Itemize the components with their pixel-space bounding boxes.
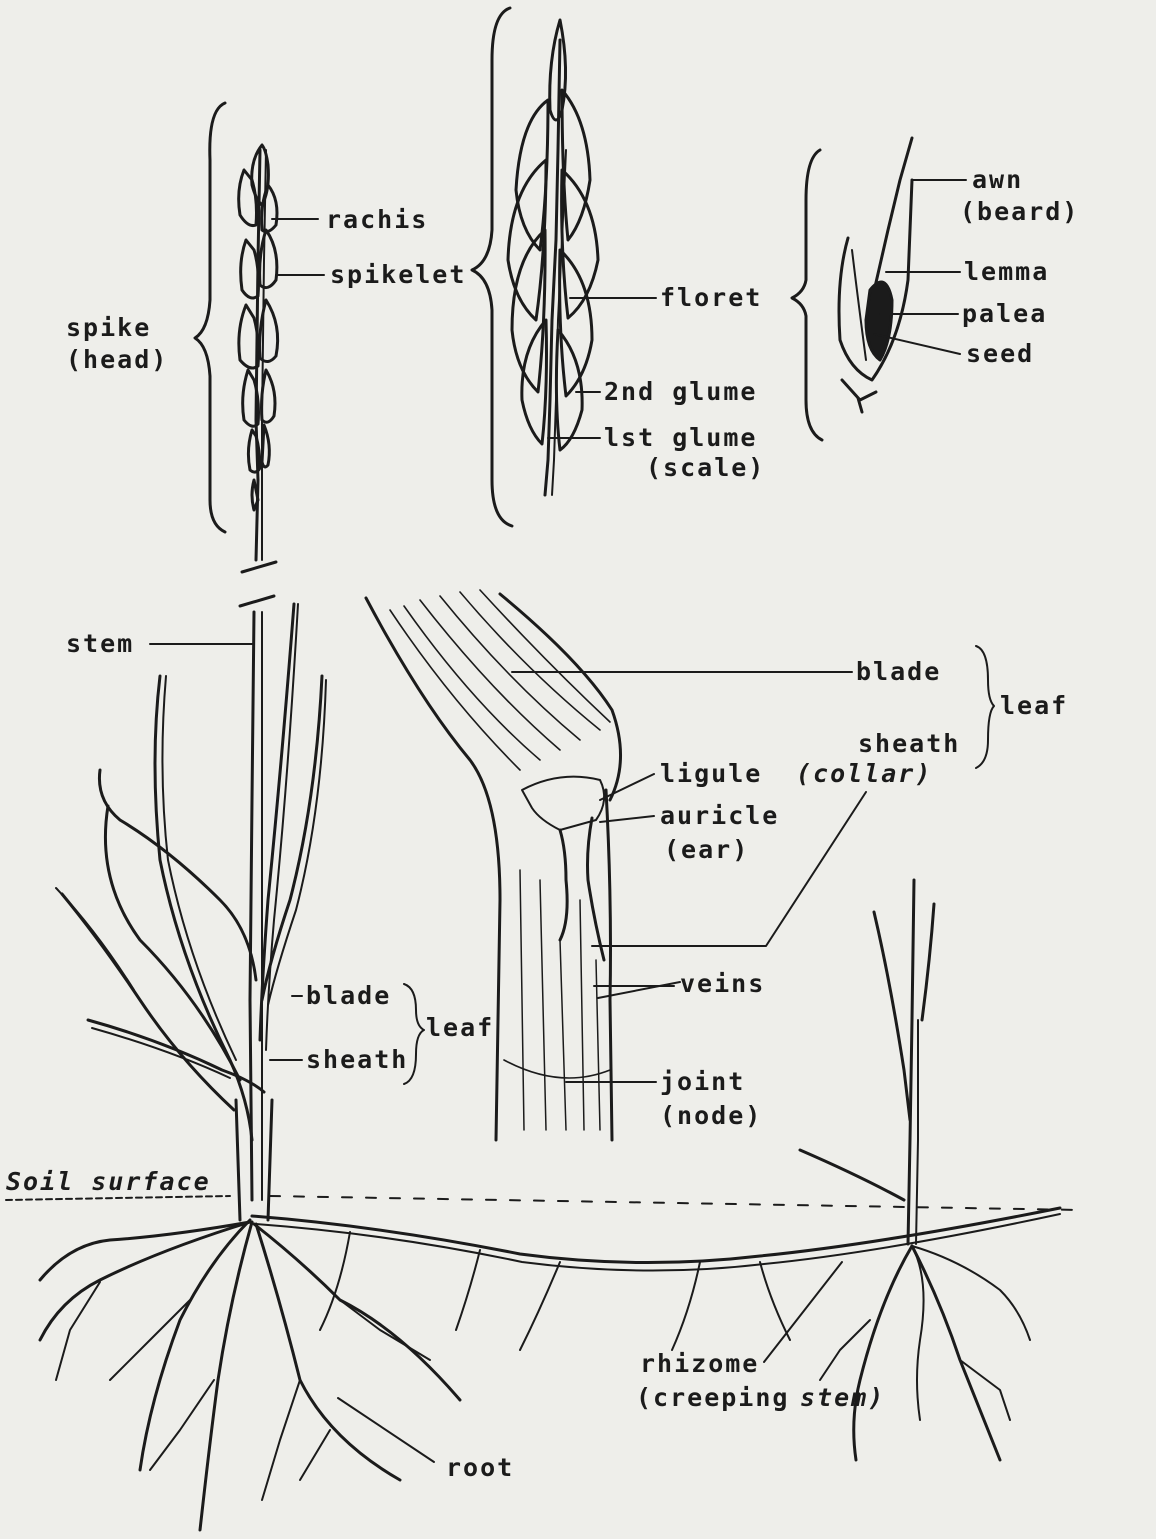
label-sheath-plant: sheath	[306, 1045, 408, 1074]
label-blade-detail: blade	[856, 657, 941, 686]
label-rhizome-alt-b: stem)	[800, 1383, 885, 1412]
label-floret: floret	[660, 283, 762, 312]
label-joint: joint	[660, 1067, 745, 1096]
label-rhizome-alt-a: (creeping	[636, 1383, 789, 1412]
label-awn-alt: (beard)	[960, 197, 1079, 226]
label-rhizome: rhizome	[640, 1349, 759, 1378]
label-leaf-detail: leaf	[1000, 691, 1068, 720]
label-seed: seed	[966, 339, 1034, 368]
label-spike-alt: (head)	[66, 345, 168, 374]
label-first-glume: lst glume	[604, 423, 757, 452]
label-palea: palea	[962, 299, 1047, 328]
label-ligule-alt: (collar)	[796, 759, 932, 788]
spikelet-illustration	[472, 8, 598, 526]
label-joint-alt: (node)	[660, 1101, 762, 1130]
labels: rachis spikelet spike (head) floret 2nd …	[6, 165, 1079, 1482]
label-second-glume: 2nd glume	[604, 377, 757, 406]
label-stem: stem	[66, 629, 134, 658]
label-lemma: lemma	[964, 257, 1049, 286]
label-leaf-plant: leaf	[426, 1013, 494, 1042]
label-first-glume-alt: (scale)	[646, 453, 765, 482]
label-awn: awn	[972, 165, 1023, 194]
label-blade-plant: blade	[306, 981, 391, 1010]
label-rachis: rachis	[326, 205, 428, 234]
floret-illustration	[792, 138, 912, 440]
label-root: root	[446, 1453, 514, 1482]
label-sheath-detail: sheath	[858, 729, 960, 758]
label-veins: veins	[680, 969, 765, 998]
label-soil-surface: Soil surface	[6, 1167, 211, 1196]
label-auricle: auricle	[660, 801, 779, 830]
label-ligule: ligule	[660, 759, 762, 788]
label-auricle-alt: (ear)	[664, 835, 749, 864]
spike-illustration	[195, 103, 278, 606]
root-system	[40, 1220, 1030, 1530]
label-spikelet: spikelet	[330, 260, 466, 289]
label-spike: spike	[66, 313, 151, 342]
